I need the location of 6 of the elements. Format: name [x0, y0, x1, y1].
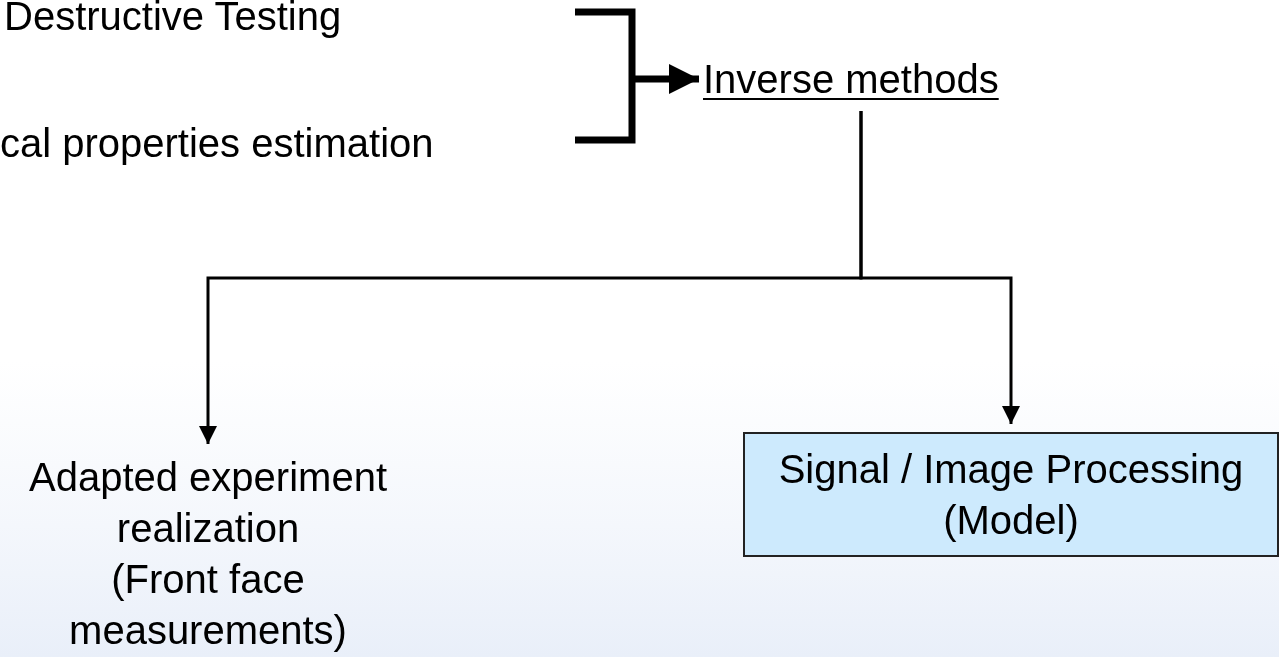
node-label: Adapted experiment realization (Front face measurements) — [8, 452, 408, 656]
arrow — [859, 111, 1020, 424]
node-label: cal properties estimation — [0, 121, 434, 165]
node-label: Inverse methods — [703, 57, 999, 101]
process-box: Signal / Image Processing (Model) — [743, 432, 1279, 557]
node-label: Destructive Testing — [4, 0, 342, 38]
